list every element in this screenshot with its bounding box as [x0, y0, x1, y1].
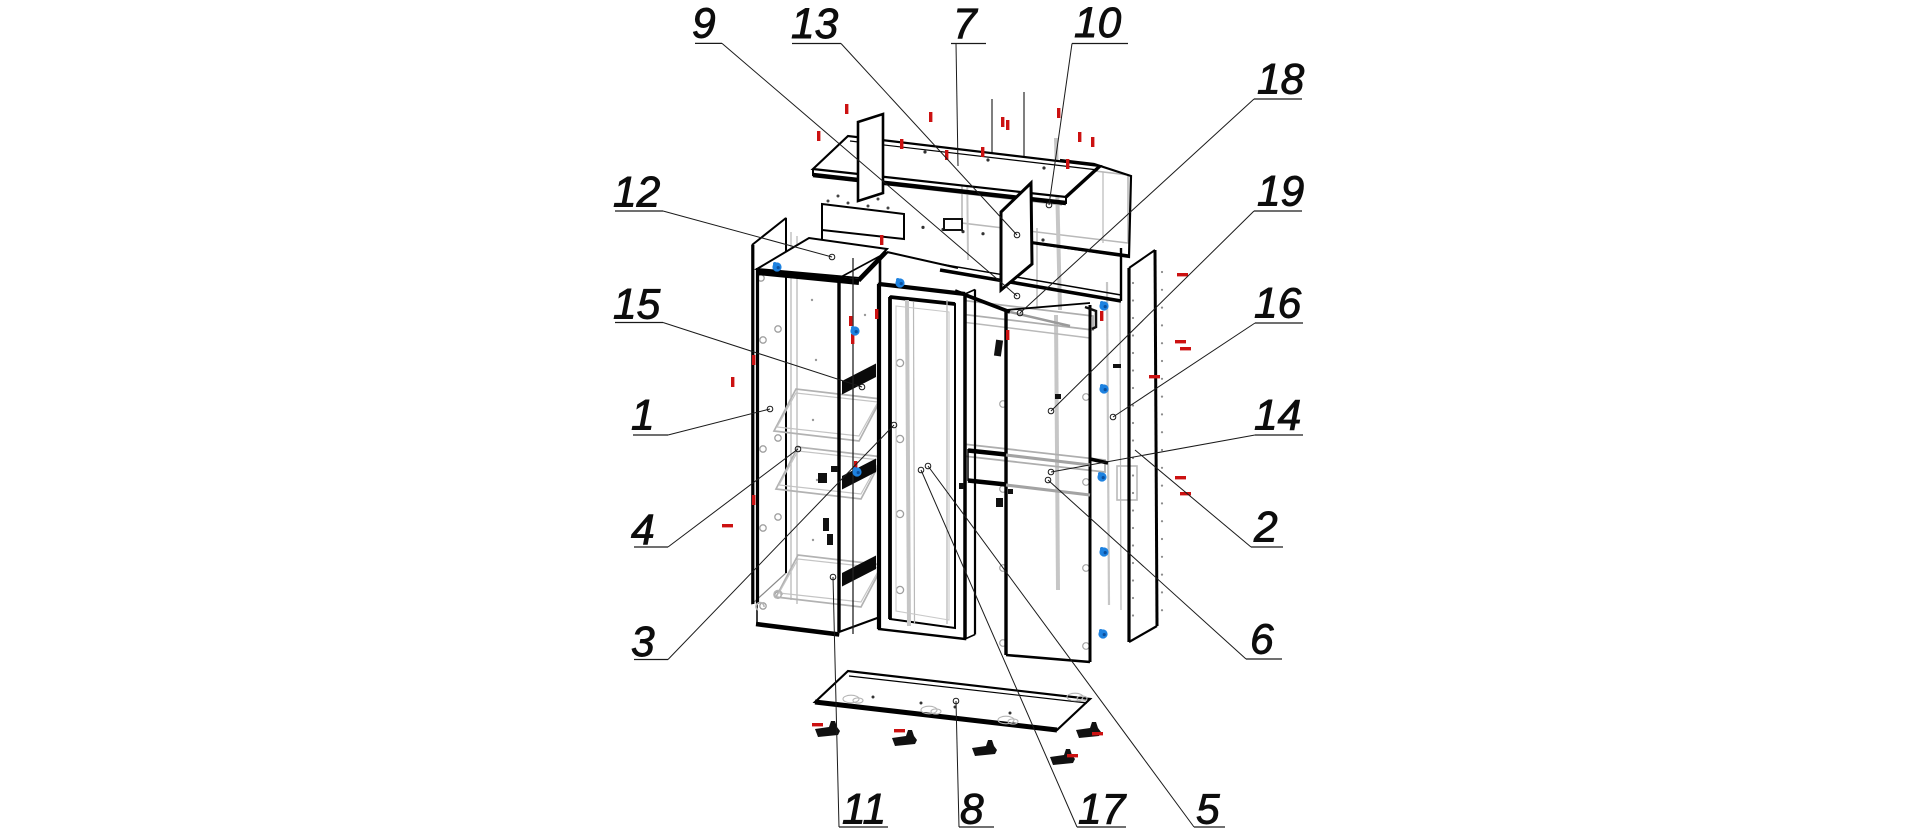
- svg-text:17: 17: [1078, 787, 1127, 834]
- svg-text:5: 5: [1196, 787, 1220, 834]
- svg-text:15: 15: [613, 282, 661, 329]
- svg-text:13: 13: [791, 1, 839, 48]
- svg-text:12: 12: [613, 170, 661, 217]
- svg-text:4: 4: [631, 507, 655, 554]
- svg-text:18: 18: [1257, 57, 1305, 104]
- svg-text:8: 8: [960, 787, 984, 834]
- svg-text:9: 9: [692, 1, 716, 48]
- svg-text:16: 16: [1254, 281, 1302, 328]
- svg-text:11: 11: [842, 787, 886, 834]
- svg-text:10: 10: [1074, 0, 1122, 47]
- svg-text:6: 6: [1250, 617, 1274, 664]
- svg-text:3: 3: [631, 619, 655, 666]
- svg-text:14: 14: [1254, 393, 1301, 440]
- svg-text:1: 1: [631, 393, 655, 440]
- svg-text:7: 7: [953, 1, 978, 48]
- svg-text:2: 2: [1253, 505, 1278, 552]
- svg-text:19: 19: [1257, 169, 1304, 216]
